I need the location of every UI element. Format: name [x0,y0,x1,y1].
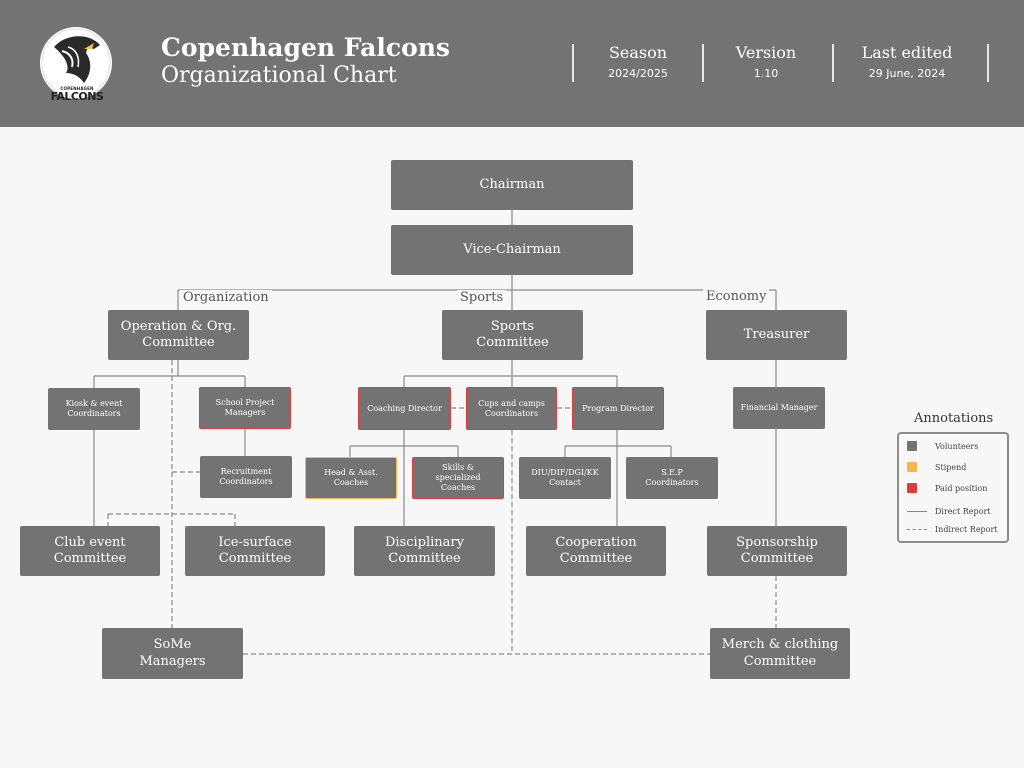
legend-solid-line [907,510,927,512]
legend-swatch [907,462,917,472]
node-ice-surface-committee: Ice-surface Committee [185,526,325,576]
node-head-coaches: Head & Asst. Coaches [305,457,397,499]
logo-small-text: COPENHAGEN [60,86,94,91]
legend-swatch [907,441,917,451]
node-vice-chairman: Vice-Chairman [391,225,633,275]
meta-season-value: 2024/2025 [608,67,668,80]
meta-version-value: 1.10 [753,67,779,80]
node-program-director: Program Director [572,387,664,430]
legend-label: Paid position [935,483,988,493]
legend-swatch [907,483,917,493]
node-sponsorship-committee: Sponsorship Committee [707,526,847,576]
node-sports-committee: Sports Committee [442,310,583,360]
node-some-managers: SoMe Managers [102,628,243,679]
legend-title: Annotations [914,411,994,426]
legend-item-indirect-report: Indirect Report [907,522,998,536]
logo-big-text: FALCONS [50,90,104,103]
logo-wordmark: COPENHAGEN FALCONS [46,86,108,102]
node-recruitment-coordinators: Recruitment Coordinators [200,456,292,498]
node-cups-camps-coordinators: Cups and camps Coordinators [466,387,557,430]
legend-item-volunteers: Volunteers [907,439,978,453]
group-label-economy: Economy [703,289,770,305]
page-title: Copenhagen Falcons [161,33,451,62]
node-disciplinary-committee: Disciplinary Committee [354,526,495,576]
node-kiosk-coordinators: Kiosk & event Coordinators [48,388,140,430]
meta-version: Version 1.10 [706,43,826,85]
legend-label: Indirect Report [935,524,998,534]
legend-item-direct-report: Direct Report [907,504,991,518]
group-label-sports: Sports [457,290,507,306]
header-divider [987,44,989,82]
legend-label: Volunteers [935,441,979,451]
header-divider [572,44,574,82]
falcons-logo [40,27,112,99]
node-coaching-director: Coaching Director [358,387,451,430]
legend-item-paid-position: Paid position [907,481,987,495]
node-treasurer: Treasurer [706,310,847,360]
legend-item-stipend: Stipend [907,460,966,474]
node-cooperation-committee: Cooperation Committee [526,526,666,576]
legend-box: Volunteers Stipend Paid position Direct … [897,432,1009,543]
page-subtitle: Organizational Chart [161,63,397,88]
node-chairman: Chairman [391,160,633,210]
meta-version-label: Version [735,43,797,62]
node-financial-manager: Financial Manager [733,387,825,429]
meta-last-edited: Last edited 29 June, 2024 [847,43,967,85]
meta-last-edited-value: 29 June, 2024 [868,67,946,80]
header-divider [702,44,704,82]
meta-last-edited-label: Last edited [861,43,953,62]
node-school-project-managers: School Project Managers [199,387,291,429]
group-label-organization: Organization [180,290,272,306]
legend-label: Direct Report [935,506,991,516]
node-diu-contact: DIU/DIF/DGI/KK Contact [519,457,611,499]
node-skills-coaches: Skills & specialized Coaches [412,457,504,499]
node-sep-coordinators: S.E.P Coordinators [626,457,718,499]
header-divider [832,44,834,82]
legend-label: Stipend [935,462,967,472]
meta-season: Season 2024/2025 [578,43,698,85]
node-operation-committee: Operation & Org. Committee [108,310,249,360]
legend-dashed-line [907,528,927,530]
header-bar: COPENHAGEN FALCONS Copenhagen Falcons Or… [0,0,1024,127]
node-merch-committee: Merch & clothing Committee [710,628,850,679]
node-club-event-committee: Club event Committee [20,526,160,576]
falcon-head-icon [41,28,111,98]
indirect-report-lines [107,360,777,655]
meta-season-label: Season [608,43,668,62]
